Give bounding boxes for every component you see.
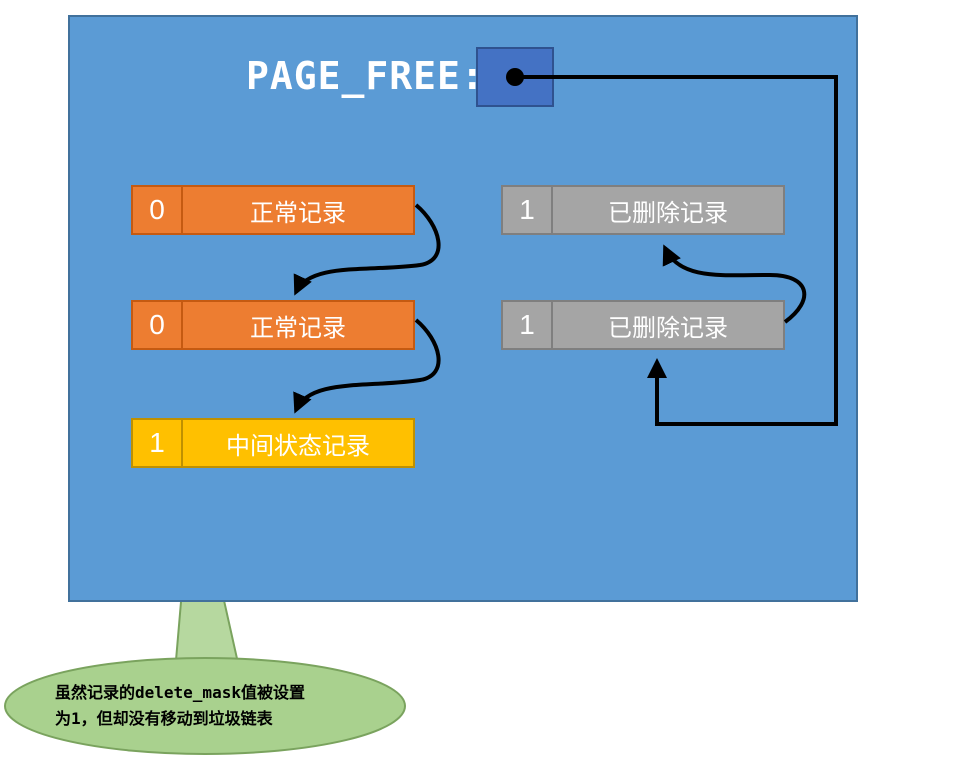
record-label: 已删除记录 [608, 313, 728, 342]
callout-line-1: 虽然记录的delete_mask值被设置 [55, 683, 305, 702]
delete-mask-value: 1 [133, 420, 183, 466]
deleted-record-1: 1 已删除记录 [501, 185, 785, 235]
delete-mask-value: 1 [503, 187, 553, 233]
deleted-record-2: 1 已删除记录 [501, 300, 785, 350]
record-label: 正常记录 [250, 198, 346, 227]
record-label: 中间状态记录 [226, 431, 370, 460]
delete-mask-value: 0 [133, 187, 183, 233]
normal-next-arrow-2 [293, 318, 441, 414]
page-free-arrow [515, 75, 838, 426]
callout-line-2: 为1，但却没有移动到垃圾链表 [55, 709, 273, 728]
middle-state-record: 1 中间状态记录 [131, 418, 415, 468]
delete-mask-value: 0 [133, 302, 183, 348]
callout-text: 虽然记录的delete_mask值被设置 为1，但却没有移动到垃圾链表 [55, 680, 385, 732]
normal-record-1: 0 正常记录 [131, 185, 415, 235]
normal-next-arrow-1 [293, 203, 441, 296]
delete-mask-value: 1 [503, 302, 553, 348]
deleted-next-arrow [662, 244, 807, 324]
page-free-label: PAGE_FREE: [246, 54, 485, 98]
record-label: 已删除记录 [608, 198, 728, 227]
record-label: 正常记录 [250, 313, 346, 342]
normal-record-2: 0 正常记录 [131, 300, 415, 350]
